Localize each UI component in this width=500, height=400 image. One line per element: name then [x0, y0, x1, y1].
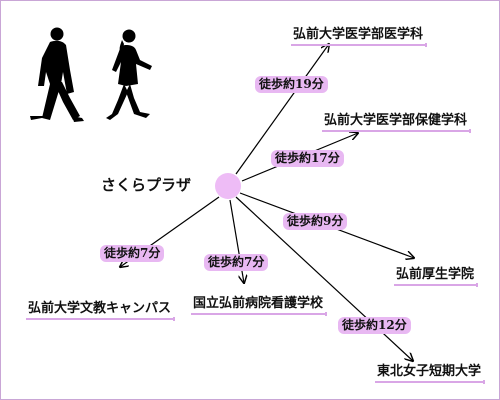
walking-time-badge: 徒歩約17分 — [271, 150, 344, 167]
hub-label: さくらプラザ — [101, 176, 192, 194]
destination-label: 弘前厚生学院 — [394, 263, 479, 287]
walking-time-badge: 徒歩約7分 — [100, 245, 165, 262]
walking-woman-icon — [106, 29, 152, 120]
destination-label: 国立弘前病院看護学校 — [191, 292, 328, 316]
walking-time-badge: 徒歩約19分 — [255, 76, 328, 93]
destination-label: 弘前大学医学部保健学科 — [322, 109, 472, 133]
destination-label: 弘前大学文教キャンパス — [26, 297, 176, 321]
destination-label: 弘前大学医学部医学科 — [291, 23, 428, 47]
walking-time-badge: 徒歩約9分 — [283, 213, 348, 230]
walking-time-badge: 徒歩約12分 — [338, 317, 411, 334]
hub-node — [215, 173, 241, 199]
route-arrow — [235, 44, 329, 175]
walking-time-badge: 徒歩約7分 — [204, 254, 269, 271]
walking-man-icon — [30, 27, 84, 122]
destination-label: 東北女子短期大学 — [375, 360, 486, 384]
